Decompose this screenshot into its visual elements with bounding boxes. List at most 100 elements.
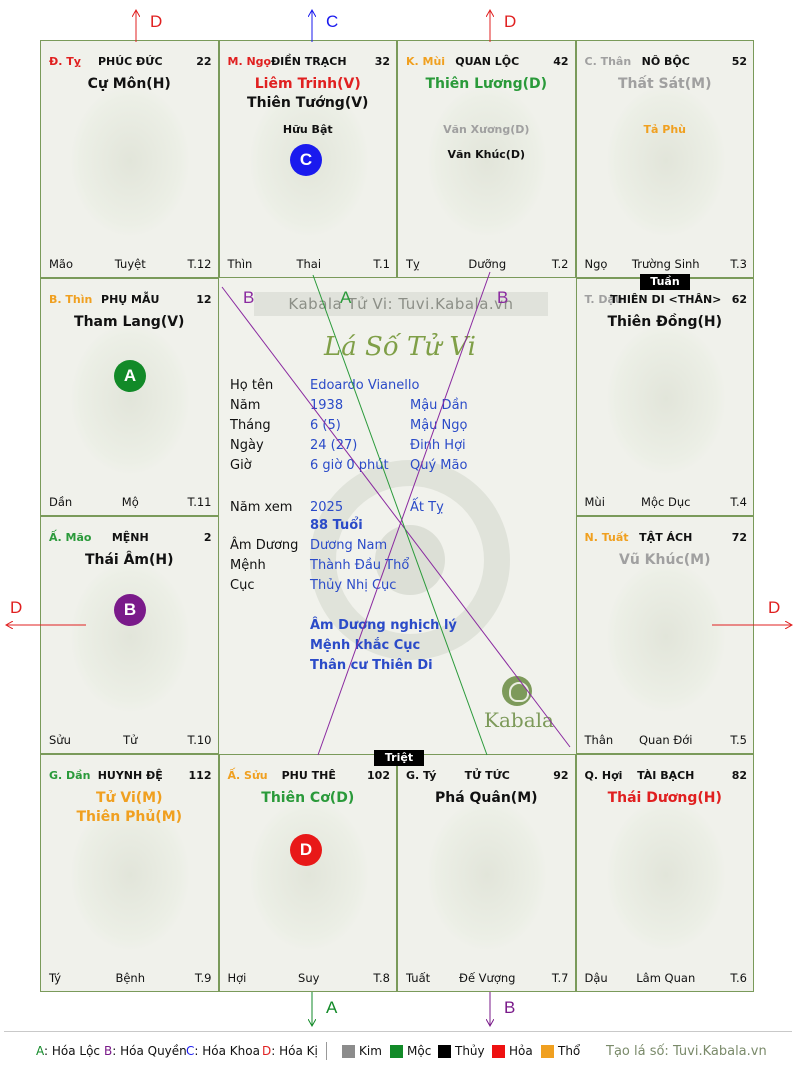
info-cyclic: Đinh Hợi: [410, 438, 466, 453]
palace-phase: Lâm Quan: [636, 971, 696, 985]
main-star: Liêm Trinh(V): [254, 76, 361, 92]
palace-age: 82: [731, 769, 747, 782]
hoa-marker-b: B: [114, 594, 146, 626]
main-star: Thiên Cơ(D): [261, 790, 355, 806]
hoa-marker-c: C: [290, 144, 322, 176]
legend-element-name: Hỏa: [509, 1044, 533, 1058]
zodiac-animal-watermark: [428, 800, 546, 950]
tuan-tag: Tuần: [640, 274, 690, 290]
main-star: Tử Vi(M): [95, 790, 163, 806]
info-label: Giờ: [230, 458, 252, 473]
zodiac-animal-watermark: [249, 800, 368, 950]
palace-footer: Thìn Thai T.1: [228, 255, 391, 271]
palace-name: THIÊN DI <THÂN>: [610, 293, 722, 306]
palace-branch: Dậu: [584, 971, 608, 985]
hoa-marker-a: A: [114, 360, 146, 392]
palace-name: TẬT ÁCH: [639, 531, 693, 544]
zodiac-animal-watermark: [71, 86, 189, 236]
palace-month: T.8: [373, 971, 390, 985]
palace-phase: Trường Sinh: [631, 257, 700, 271]
main-star: Thất Sát(M): [618, 76, 712, 92]
palace-footer: Hợi Suy T.8: [228, 969, 391, 985]
palace-name: TỬ TỨC: [464, 769, 510, 782]
legend-divider: [4, 1031, 792, 1032]
chart-logo-title: Lá Số Tử Vi: [323, 332, 476, 362]
legend-element-name: Thổ: [558, 1044, 581, 1058]
info-note: Thân cư Thiên Di: [310, 658, 433, 673]
legend-credit[interactable]: Tạo lá số: Tuvi.Kabala.vn: [606, 1044, 767, 1059]
palace-phase: Mộc Dục: [641, 495, 691, 509]
legend-hoa-text: : Hóa Kị: [271, 1044, 318, 1058]
palace-branch: Thìn: [227, 257, 253, 271]
palace-phase: Dưỡng: [468, 257, 507, 271]
palace-stem: B. Thìn: [49, 293, 93, 306]
palace-age: 92: [553, 769, 569, 782]
hoa-line-label: B: [243, 288, 255, 307]
palace-phase: Suy: [298, 971, 320, 985]
main-stars: Liêm Trinh(V)Thiên Tướng(V): [220, 75, 397, 113]
palace-stem: Ấ. Sửu: [227, 769, 268, 782]
info-value: 1938: [310, 398, 344, 413]
main-star: Tham Lang(V): [74, 314, 185, 330]
palace-month: T.10: [187, 733, 212, 747]
palace-phase: Thai: [296, 257, 322, 271]
legend-hoa-text: : Hóa Khoa: [194, 1044, 260, 1058]
info-label: Năm: [230, 398, 261, 413]
palace-month: T.9: [194, 971, 212, 985]
legend-element-swatch: [438, 1045, 451, 1058]
palace-name: HUYNH ĐỆ: [97, 769, 163, 782]
palace-age: 52: [731, 55, 747, 68]
palace-branch: Mão: [49, 257, 74, 271]
legend-hoa-text: : Hóa Lộc: [44, 1044, 101, 1058]
zodiac-animal-watermark: [606, 562, 725, 712]
minor-star: Văn Xương(D): [443, 123, 530, 136]
palace-stem: Q. Hợi: [584, 769, 623, 782]
palace-branch: Tỵ: [406, 257, 420, 271]
palace-stem: C. Thân: [584, 55, 632, 68]
hoa-line-label: A: [340, 288, 352, 307]
triet-tag: Triệt: [374, 750, 424, 766]
palace-age: 2: [203, 531, 212, 544]
palace-branch: Hợi: [227, 971, 247, 985]
main-stars: Thái Âm(H): [41, 551, 218, 570]
info-cyclic: Quý Mão: [410, 458, 468, 473]
palace-age: 112: [188, 769, 212, 782]
zodiac-animal-watermark: [71, 800, 189, 950]
palace-month: T.6: [730, 971, 747, 985]
info-cyclic: Mậu Dần: [410, 398, 468, 413]
main-stars: Thiên Đồng(H): [577, 313, 754, 332]
legend-hoa-item: B: Hóa Quyền: [104, 1044, 187, 1058]
hoa-arrow-label: D: [768, 598, 781, 617]
palace-month: T.1: [373, 257, 390, 271]
info-value: Thủy Nhị Cục: [310, 578, 397, 593]
minor-star: Văn Khúc(D): [447, 148, 526, 161]
palace-branch: Sửu: [49, 733, 71, 747]
zodiac-animal-watermark: [71, 324, 189, 474]
palace-branch: Tuất: [406, 971, 431, 985]
palace-name: ĐIỀN TRẠCH: [270, 55, 347, 68]
palace-age: 12: [196, 293, 212, 306]
legend-element-name: Mộc: [407, 1044, 432, 1058]
